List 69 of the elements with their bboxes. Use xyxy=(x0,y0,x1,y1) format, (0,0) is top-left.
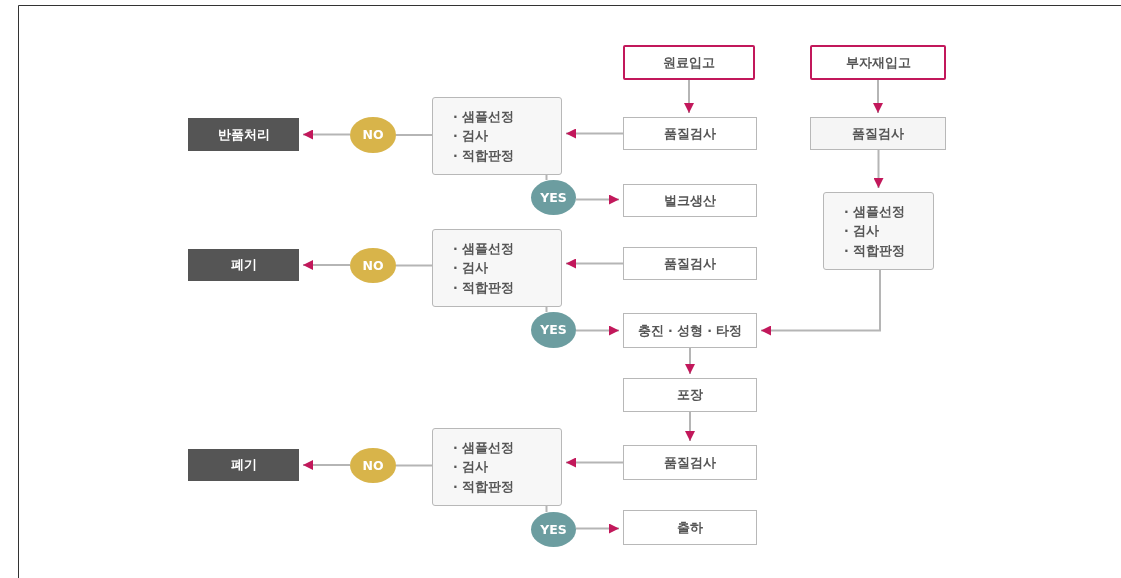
no-circle xyxy=(350,248,396,283)
node-label: 품질검사 xyxy=(852,124,904,143)
yes-circle xyxy=(531,312,576,348)
arrow xyxy=(575,523,620,534)
node-label: NO xyxy=(362,126,384,145)
arrow xyxy=(565,457,624,468)
process-box xyxy=(623,313,757,348)
node-label: 품질검사 xyxy=(664,254,716,273)
arrow xyxy=(302,129,351,140)
arrow xyxy=(575,325,620,336)
arrow xyxy=(565,128,624,139)
checklist-item: · 검사 xyxy=(844,222,880,241)
node-label: 벌크생산 xyxy=(664,191,716,210)
node-label: 포장 xyxy=(677,386,703,405)
process-box xyxy=(623,510,757,545)
arrow xyxy=(684,79,694,114)
arrow xyxy=(873,79,883,114)
process-box xyxy=(623,378,757,412)
node-label: YES xyxy=(540,321,567,340)
checklist-item: · 검사 xyxy=(453,458,489,477)
arrow xyxy=(302,460,351,470)
checklist-item: · 검사 xyxy=(453,127,489,146)
inspection-box xyxy=(823,192,934,270)
no-circle xyxy=(350,448,396,483)
checklist-item: · 적합판정 xyxy=(453,278,515,297)
start-box xyxy=(810,45,946,80)
yes-circle xyxy=(531,512,576,547)
no-circle xyxy=(350,117,396,153)
process-box xyxy=(623,117,757,150)
process-box xyxy=(623,184,757,217)
arrow xyxy=(302,260,351,270)
node-label: 품질검사 xyxy=(664,453,716,472)
node-label: 반품처리 xyxy=(217,125,270,144)
checklist-item: · 적합판정 xyxy=(453,477,515,496)
node-label: NO xyxy=(362,456,384,475)
node-label: YES xyxy=(540,520,567,539)
node-label: 폐기 xyxy=(230,456,257,475)
process-box xyxy=(623,247,757,280)
arrow xyxy=(760,269,881,336)
result-box xyxy=(188,249,299,281)
node-label: 원료입고 xyxy=(663,53,715,72)
node-label: 충진 · 성형 · 타정 xyxy=(637,321,743,340)
inspection-box xyxy=(432,428,562,506)
process-box xyxy=(623,445,757,480)
node-label: 출하 xyxy=(677,518,703,537)
checklist-item: · 샘플선정 xyxy=(453,107,515,126)
node-label: 부자재입고 xyxy=(845,53,911,72)
inspection-box xyxy=(432,97,562,175)
node-label: 폐기 xyxy=(230,256,257,275)
checklist-item: · 샘플선정 xyxy=(453,239,515,258)
arrow xyxy=(873,149,884,189)
result-box xyxy=(188,118,299,151)
start-box xyxy=(623,45,755,80)
arrow xyxy=(565,258,624,269)
arrow xyxy=(575,194,620,205)
node-label: YES xyxy=(540,188,567,207)
node-label: NO xyxy=(362,256,384,275)
result-box xyxy=(188,449,299,481)
checklist-item: · 적합판정 xyxy=(453,146,515,165)
checklist-item: · 적합판정 xyxy=(844,241,906,260)
inspection-box xyxy=(432,229,562,307)
process-box xyxy=(810,117,946,150)
node-label: 품질검사 xyxy=(664,124,716,143)
arrow xyxy=(685,411,695,442)
checklist-item: · 검사 xyxy=(453,259,489,278)
checklist-item: · 샘플선정 xyxy=(844,202,906,221)
yes-circle xyxy=(531,180,576,215)
arrow xyxy=(685,347,695,375)
checklist-item: · 샘플선정 xyxy=(453,438,515,457)
